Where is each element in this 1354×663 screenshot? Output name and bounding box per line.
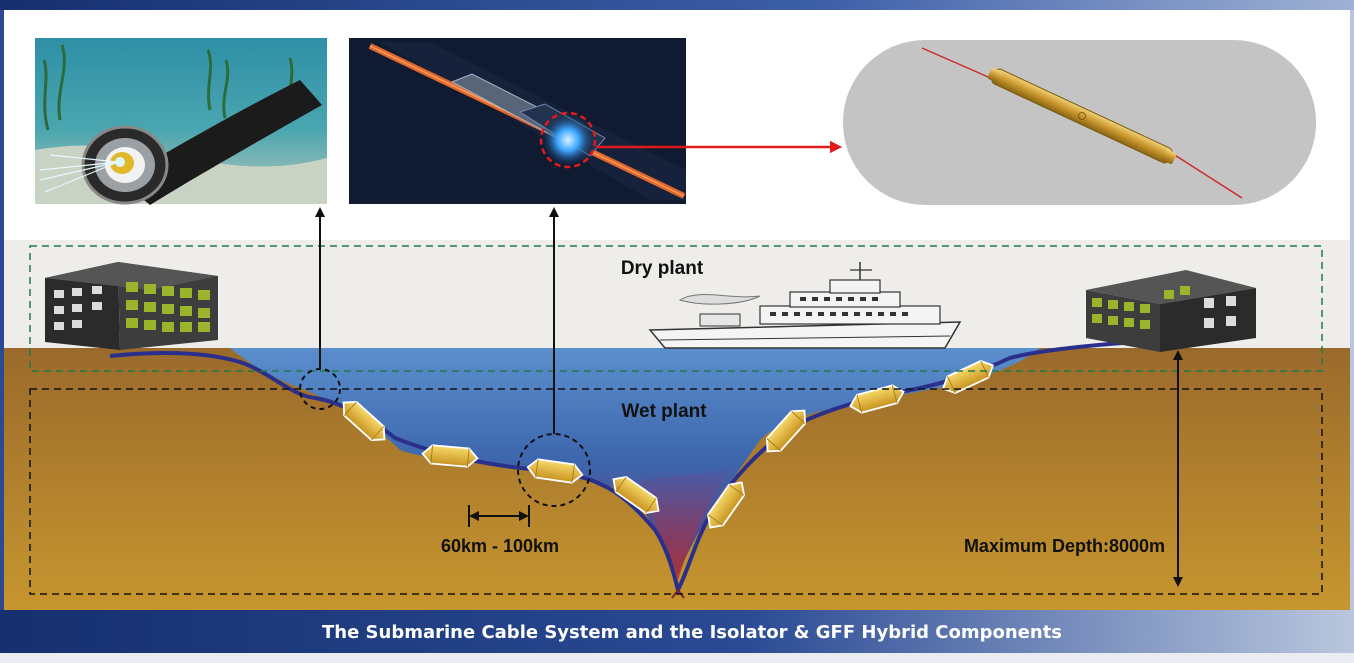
cable-landing-station-icon-right [1086,270,1256,352]
repeater-callout-circle [517,433,591,507]
left-border [0,10,4,610]
right-border [1350,10,1354,610]
isolator-gff-component-image [843,40,1316,205]
cable-cross-section-image [35,38,327,205]
ocean-trench [640,470,730,580]
wet-plant-boundary [29,388,1323,595]
cable-ship-icon [648,262,962,349]
sea-water [230,348,1040,575]
dry-plant-label: Dry plant [621,258,704,279]
repeater-housing-image [349,38,686,204]
bottom-margin [0,653,1354,663]
repeater-2 [420,443,480,469]
max-depth-label: Maximum Depth:8000m [964,536,1165,556]
caption-banner [0,610,1354,653]
span-label: 60km - 100km [441,536,559,556]
diagram-caption: The Submarine Cable System and the Isola… [322,622,1062,643]
span-measurement [468,505,530,527]
wet-plant-label: Wet plant [621,401,707,422]
top-banner-strip [0,0,1354,10]
cable-landing-station-icon [45,262,218,350]
